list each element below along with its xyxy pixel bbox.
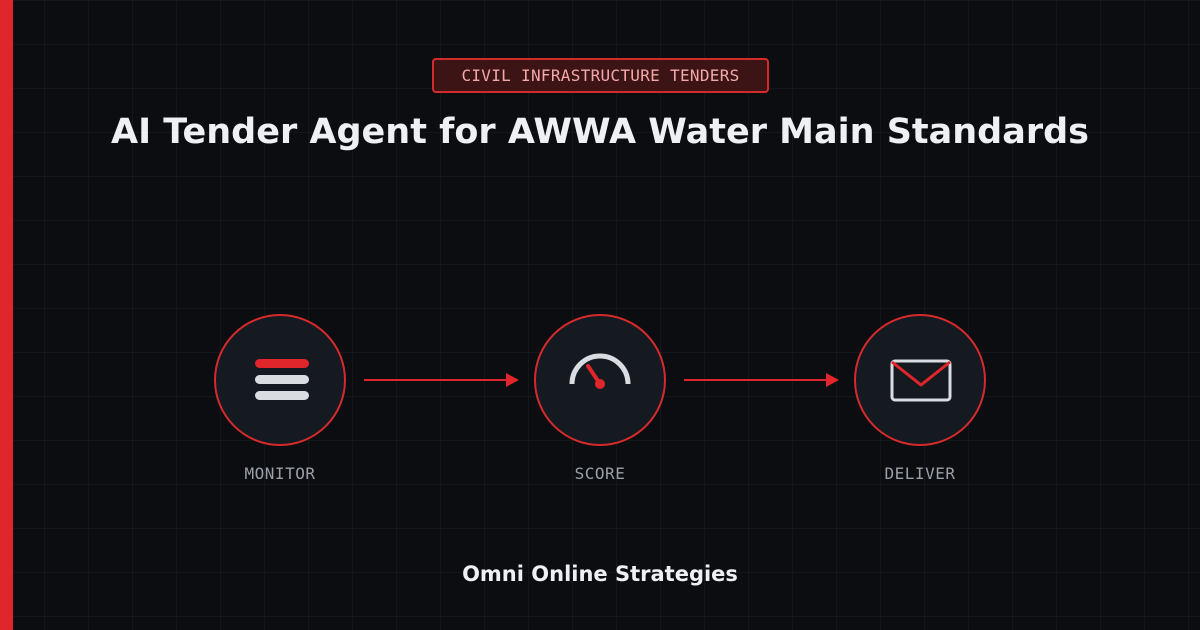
step-monitor [214, 314, 346, 446]
list-icon [255, 359, 309, 400]
category-badge: CIVIL INFRASTRUCTURE TENDERS [432, 58, 769, 93]
flow-arrow [364, 373, 519, 387]
gauge-icon [569, 353, 631, 389]
flow-arrow [684, 373, 839, 387]
step-label-deliver: DELIVER [884, 464, 956, 483]
step-label-score: SCORE [574, 464, 626, 483]
accent-bar [0, 0, 13, 630]
step-score [534, 314, 666, 446]
step-label-monitor: MONITOR [244, 464, 316, 483]
category-badge-label: CIVIL INFRASTRUCTURE TENDERS [461, 66, 740, 85]
step-deliver [854, 314, 986, 446]
envelope-icon [890, 359, 952, 402]
brand-name: Omni Online Strategies [462, 562, 738, 586]
page-title: AI Tender Agent for AWWA Water Main Stan… [110, 112, 1089, 152]
